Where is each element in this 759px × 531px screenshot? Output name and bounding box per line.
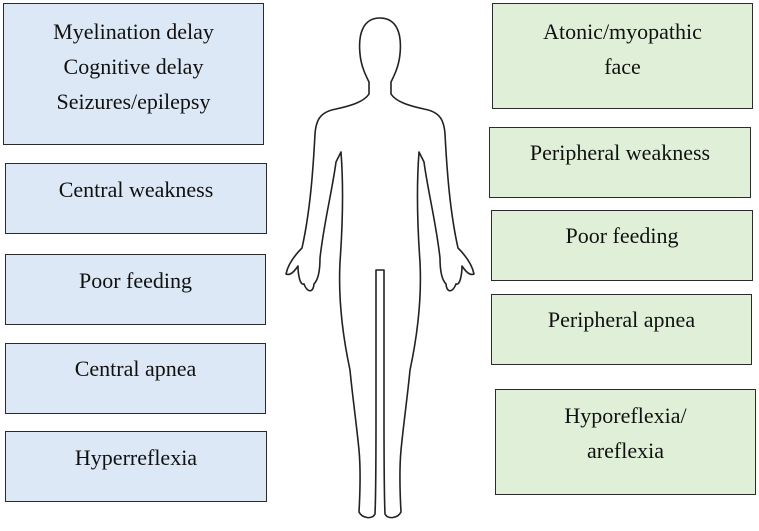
symptom-label: Central apnea: [74, 356, 197, 381]
central-symptom-box-brain: Myelination delay Cognitive delay Seizur…: [3, 3, 264, 145]
symptom-label: areflexia: [587, 438, 664, 463]
symptom-label: Peripheral apnea: [547, 307, 696, 332]
peripheral-symptom-box-face: Atonic/myopathic face: [492, 3, 753, 109]
symptom-label: Seizures/epilepsy: [56, 89, 211, 114]
symptom-label: Hyperreflexia: [74, 445, 198, 470]
central-symptom-box-reflexes: Hyperreflexia: [5, 431, 267, 502]
peripheral-symptom-box-feeding: Poor feeding: [491, 210, 753, 281]
symptom-label: Hyporeflexia/: [564, 403, 687, 428]
body-outline-path: [285, 17, 475, 519]
central-symptom-box-weakness: Central weakness: [5, 163, 267, 234]
human-body-outline-icon: [285, 17, 475, 519]
symptom-label: Poor feeding: [565, 223, 679, 248]
symptom-label: Myelination delay: [53, 19, 214, 44]
symptom-label: Cognitive delay: [63, 54, 204, 79]
central-symptom-box-apnea: Central apnea: [5, 343, 266, 414]
central-symptom-box-feeding: Poor feeding: [5, 254, 266, 325]
symptom-label: Central weakness: [58, 177, 214, 202]
symptom-label: Peripheral weakness: [529, 140, 711, 165]
symptom-label: Atonic/myopathic: [543, 19, 702, 44]
peripheral-symptom-box-apnea: Peripheral apnea: [491, 294, 752, 365]
symptom-label: Poor feeding: [78, 268, 193, 293]
peripheral-symptom-box-weakness: Peripheral weakness: [489, 127, 751, 198]
symptom-label: face: [604, 54, 641, 79]
peripheral-symptom-box-reflexes: Hyporeflexia/ areflexia: [495, 389, 756, 495]
